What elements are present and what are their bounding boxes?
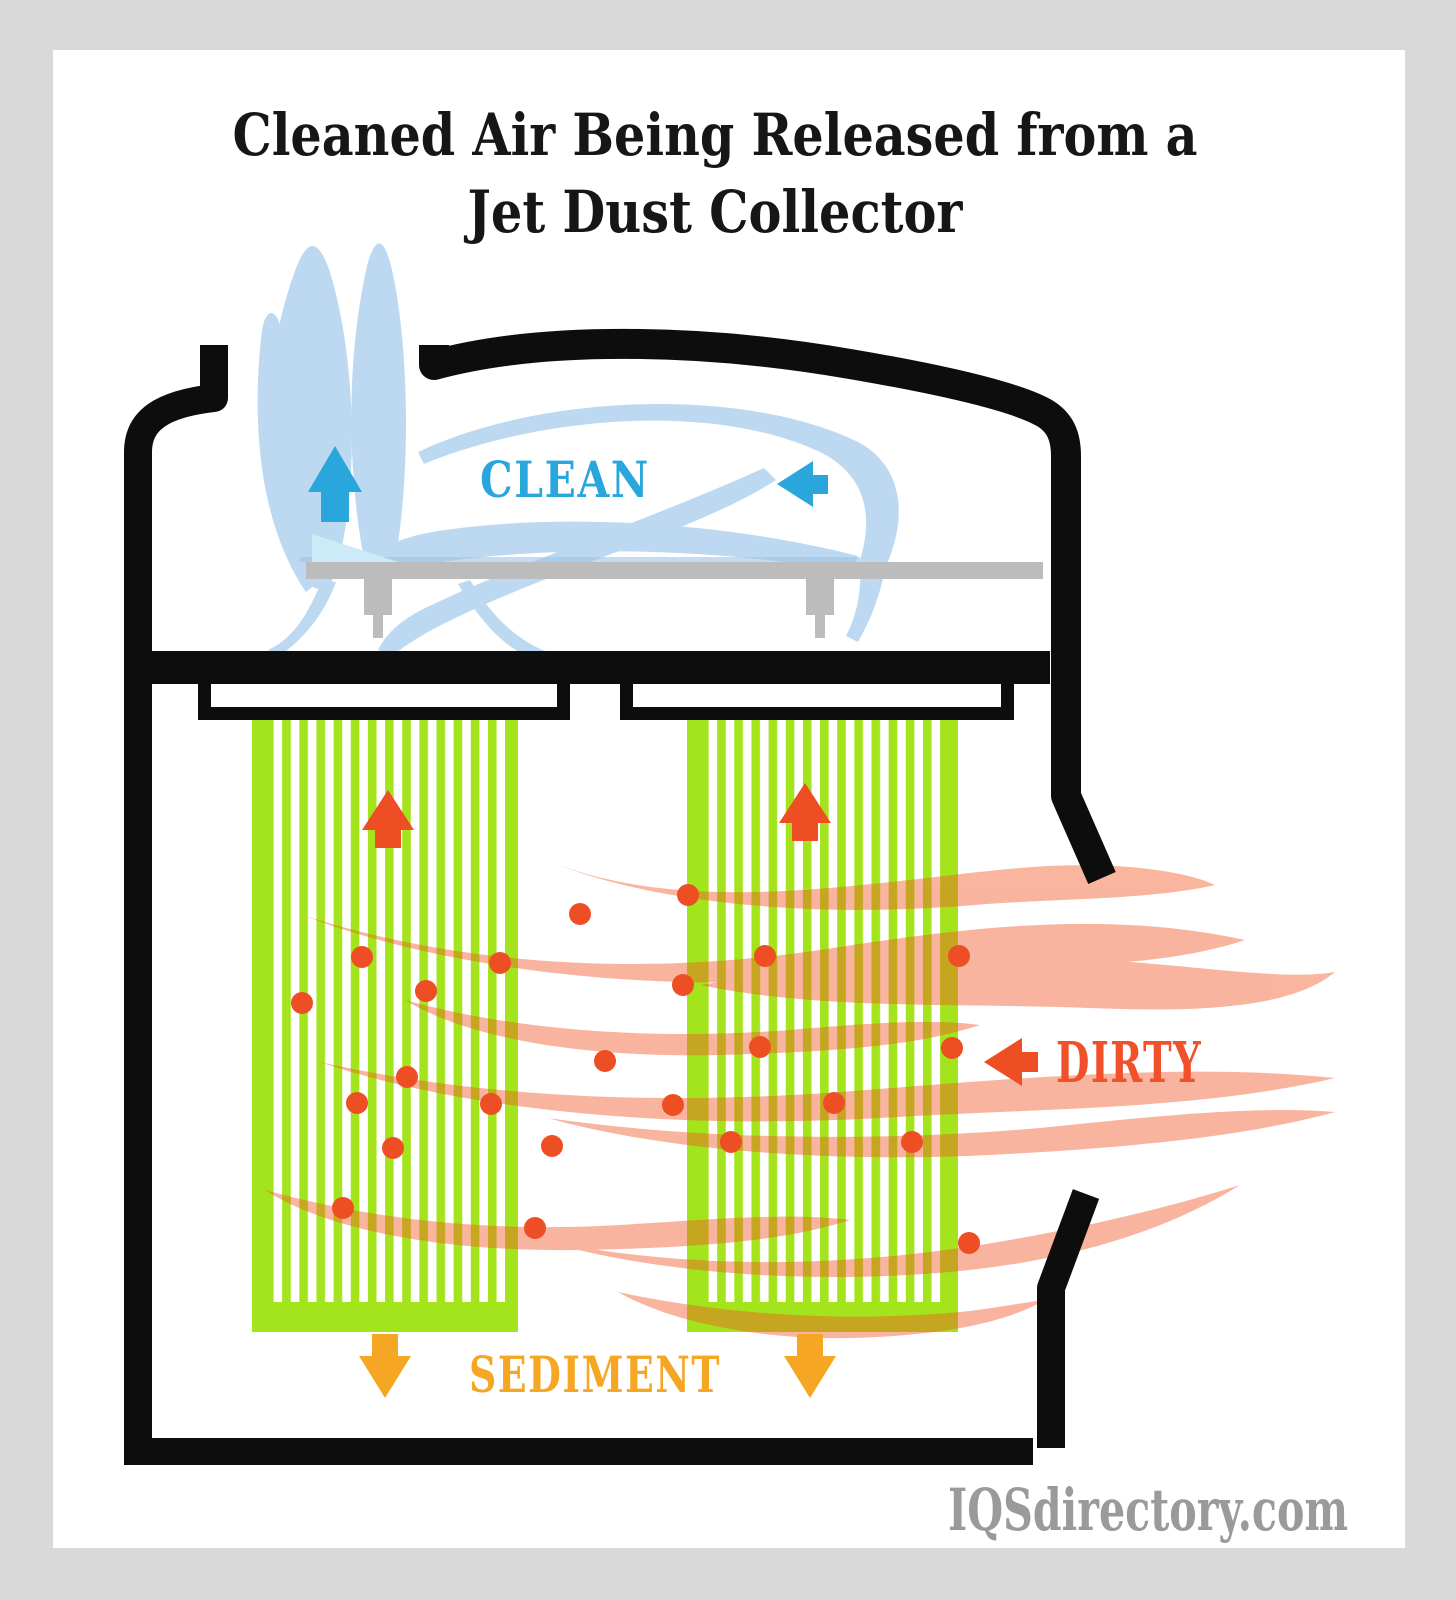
title-line-2: Jet Dust Collector: [463, 178, 963, 246]
dirty-left-arrow-icon: [984, 1038, 1038, 1086]
collector-housing: [124, 328, 1116, 1465]
pulse-nozzle-left-icon: [364, 579, 392, 638]
filter-cartridge-right: [687, 718, 958, 1332]
sediment-label: SEDIMENT: [469, 1345, 721, 1404]
dirty-label: DIRTY: [1056, 1030, 1202, 1096]
sediment-down-arrow-right-icon: [784, 1334, 836, 1398]
housing-lid-and-right-wall: [419, 328, 1116, 885]
pulse-nozzle-right-icon: [806, 579, 834, 638]
housing-left-wall: [124, 345, 228, 1448]
filter-up-arrow-left-icon: [362, 790, 414, 848]
filter-hanger-right: [620, 684, 1014, 720]
filter-hanger-left: [198, 684, 570, 720]
clean-left-arrow-icon: [777, 461, 828, 507]
title-line-1: Cleaned Air Being Released from a: [233, 101, 1198, 169]
housing-bottom: [124, 1438, 1033, 1465]
watermark: IQSdirectory.com: [948, 1476, 1348, 1544]
dust-particles: [291, 884, 980, 1254]
dirty-air-streams: [265, 864, 1335, 1339]
housing-inlet-lower-wall: [1037, 1189, 1100, 1448]
clean-up-arrow-icon: [308, 446, 362, 522]
filter-up-arrow-right-icon: [779, 783, 831, 841]
tube-sheet-divider: [148, 651, 1050, 684]
tube-sheet: [306, 562, 1043, 638]
sediment-down-arrow-left-icon: [359, 1334, 411, 1398]
diagram-title: Cleaned Air Being Released from a Jet Du…: [233, 101, 1198, 246]
clean-label: CLEAN: [480, 450, 650, 509]
